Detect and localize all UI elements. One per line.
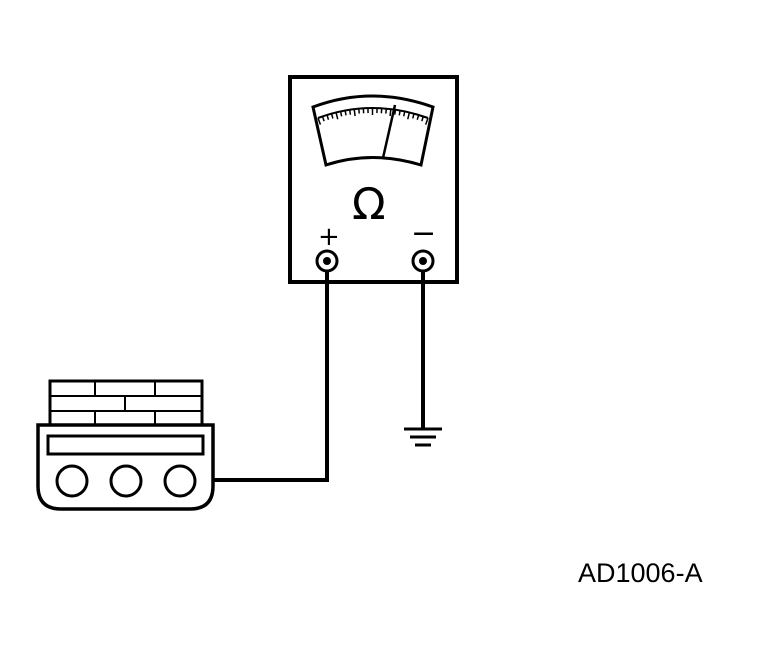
scale-tick <box>321 116 325 122</box>
ohm-symbol: Ω <box>352 179 386 230</box>
scale-tick <box>398 110 401 116</box>
scale-tick <box>412 113 415 119</box>
connector-pin <box>109 464 143 498</box>
meter-needle <box>381 104 397 159</box>
scale-tick <box>353 109 356 117</box>
figure-id: AD1006-A <box>578 558 703 588</box>
positive-lead-wire <box>212 271 329 482</box>
scale-tick <box>330 113 334 119</box>
connector-slot <box>46 434 205 456</box>
scale-tick <box>407 112 411 120</box>
connector-pin <box>55 464 89 498</box>
meter-dial <box>311 94 435 167</box>
connector-icon <box>36 379 215 511</box>
scale-tick <box>389 109 392 117</box>
meter-scale-ticks <box>317 108 429 125</box>
scale-tick <box>335 112 339 120</box>
ohmmeter-icon <box>288 75 459 284</box>
connector-pin <box>163 464 197 498</box>
scale-tick <box>339 111 343 117</box>
scale-tick <box>348 109 352 115</box>
scale-tick <box>424 117 429 125</box>
negative-terminal <box>411 249 435 273</box>
scale-tick <box>394 109 397 115</box>
scale-tick <box>421 116 425 122</box>
positive-terminal-label: + <box>318 222 340 252</box>
positive-terminal <box>315 249 339 273</box>
scale-tick <box>344 110 347 116</box>
scale-tick <box>416 114 420 120</box>
negative-terminal-label: − <box>411 216 437 251</box>
scale-tick <box>326 114 330 120</box>
ground-icon <box>404 427 442 447</box>
scale-tick <box>402 111 406 117</box>
scale-tick <box>317 117 322 125</box>
